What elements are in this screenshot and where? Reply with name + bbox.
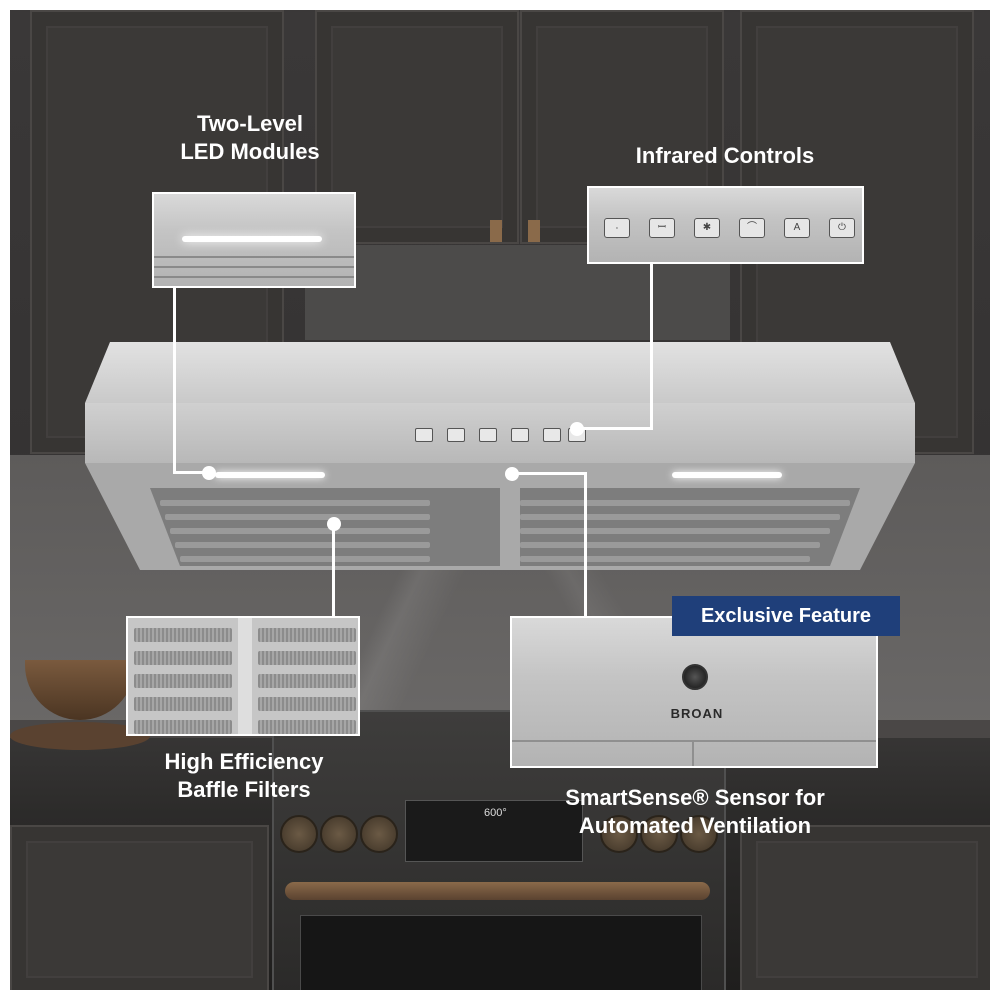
hood-filter-slat <box>520 514 840 520</box>
brand-logo: BROAN <box>670 706 724 721</box>
smartsense-title: SmartSense® Sensor for Automated Ventila… <box>565 785 825 838</box>
range-knob <box>280 815 318 853</box>
control-button-icon: ⏻ <box>829 218 855 238</box>
sensor-icon <box>682 664 708 690</box>
hood-filter-slat <box>520 500 850 506</box>
hood-filter-slat <box>160 500 430 506</box>
led-modules-inset <box>152 192 356 288</box>
control-button-icon: ⌒ <box>739 218 765 238</box>
oven-window <box>300 915 702 990</box>
led-modules-title: Two-Level LED Modules <box>180 111 320 164</box>
filters-connector-line <box>332 528 335 618</box>
range-control-panel: 600° <box>405 800 583 862</box>
controls-connector-line <box>580 427 653 430</box>
hood-filter-slat <box>180 556 430 562</box>
lower-cabinet-left <box>10 825 269 990</box>
hood-filter-slat <box>520 528 830 534</box>
control-button-icon: ⸳ <box>604 218 630 238</box>
controls-callout-dot <box>570 422 584 436</box>
range-knob <box>320 815 358 853</box>
sensor-callout-dot <box>505 467 519 481</box>
sensor-connector-line <box>515 472 587 475</box>
baffle-filters-title: High Efficiency Baffle Filters <box>164 749 324 802</box>
hood-control-button <box>479 428 497 442</box>
baffle-bar <box>134 674 232 688</box>
cabinet-handle <box>528 220 540 242</box>
infrared-controls-title: Infrared Controls <box>635 143 815 168</box>
hood-filter-slat <box>520 542 820 548</box>
vent-line <box>154 256 354 258</box>
infrared-controls-inset: ⸳ ꟷ ✱ ⌒ A ⏻ <box>587 186 864 264</box>
range-knob <box>600 815 638 853</box>
filters-callout-dot <box>327 517 341 531</box>
hood-filter-slat <box>520 556 810 562</box>
smartsense-inset: BROAN <box>510 616 878 768</box>
baffle-bar <box>134 697 232 711</box>
baffle-bar <box>134 651 232 665</box>
hood-control-button <box>447 428 465 442</box>
baffle-bar <box>258 697 356 711</box>
sensor-connector-line <box>584 472 587 618</box>
lower-cabinet-right <box>740 825 990 990</box>
hood-control-button <box>511 428 529 442</box>
led-connector-line <box>173 471 208 474</box>
vent-line <box>154 266 354 268</box>
range-knob <box>680 815 718 853</box>
filter-divider <box>238 618 252 734</box>
exclusive-feature-badge: Exclusive Feature <box>672 596 900 636</box>
baffle-bar <box>258 674 356 688</box>
controls-connector-line <box>650 264 653 430</box>
led-strip-closeup <box>182 236 322 242</box>
led-strip-right <box>672 472 782 478</box>
range-display: 600° <box>484 807 507 819</box>
hood-filter-slat <box>165 514 430 520</box>
inset-seam <box>512 740 876 742</box>
hood-filter-slat <box>170 528 430 534</box>
led-connector-line <box>173 288 176 473</box>
kitchen-scene: 600° Two <box>10 10 990 990</box>
hood-filter-slat <box>175 542 430 548</box>
baffle-bar <box>134 628 232 642</box>
inset-seam <box>692 742 694 766</box>
control-button-icon: ꟷ <box>649 218 675 238</box>
range-knob <box>640 815 678 853</box>
control-button-icon: A <box>784 218 810 238</box>
baffle-bar <box>258 628 356 642</box>
hood-control-button <box>543 428 561 442</box>
led-strip-left <box>215 472 325 478</box>
baffle-bar <box>258 720 356 734</box>
led-callout-dot <box>202 466 216 480</box>
vent-line <box>154 276 354 278</box>
baffle-bar <box>258 651 356 665</box>
control-button-icon: ✱ <box>694 218 720 238</box>
hood-control-button <box>415 428 433 442</box>
range-knob <box>360 815 398 853</box>
oven-handle <box>285 882 710 900</box>
cabinet-handle <box>490 220 502 242</box>
baffle-bar <box>134 720 232 734</box>
baffle-filters-inset <box>126 616 360 736</box>
